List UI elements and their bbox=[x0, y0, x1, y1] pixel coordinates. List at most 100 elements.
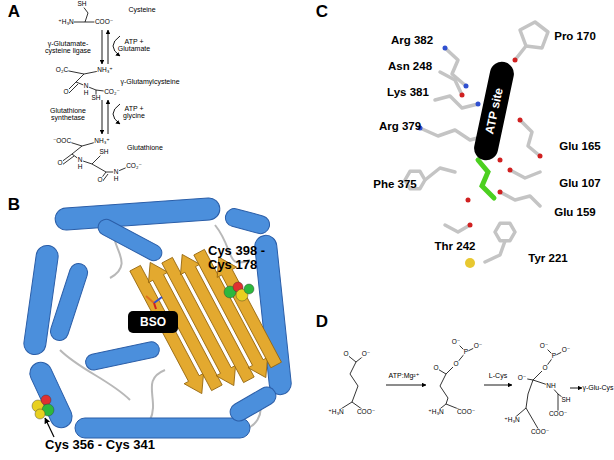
residue-label: Tyr 221 bbox=[528, 252, 567, 264]
disulfide-spheres bbox=[35, 409, 45, 419]
atom-tip bbox=[498, 190, 503, 195]
residue-sticks bbox=[520, 120, 540, 156]
residue-sticks bbox=[510, 170, 540, 178]
chemical-bond bbox=[352, 386, 358, 402]
atom-label: O⁻ bbox=[451, 339, 461, 346]
atom-label: SH bbox=[99, 149, 109, 156]
enzyme-label: γ-Glutamate-cysteine ligase bbox=[39, 40, 97, 55]
atom-label: O bbox=[542, 365, 548, 372]
atom-label: H bbox=[83, 90, 89, 97]
atom-tip bbox=[464, 84, 469, 89]
chemical-bond bbox=[85, 13, 88, 22]
atom-tip bbox=[508, 168, 513, 173]
enzyme-label: Glutathione synthetase bbox=[43, 107, 93, 122]
atom-tip bbox=[538, 154, 543, 159]
reaction-arrow bbox=[570, 388, 582, 389]
chemical-bond bbox=[528, 380, 533, 394]
residue-sticks bbox=[500, 192, 540, 206]
atom-tip bbox=[518, 118, 523, 123]
residue-label: Phe 375 bbox=[373, 178, 416, 190]
ligand-sticks bbox=[154, 297, 162, 303]
reaction-arrow bbox=[102, 30, 120, 134]
reaction-arrow bbox=[113, 104, 120, 124]
residue-label: Arg 379 bbox=[379, 120, 421, 132]
atom-tip bbox=[466, 198, 471, 203]
ligand-sticks bbox=[146, 296, 154, 303]
disulfide-spheres bbox=[32, 282, 254, 419]
alpha-helix bbox=[75, 418, 250, 438]
atom-label: SH bbox=[77, 1, 87, 8]
alpha-helix bbox=[48, 261, 90, 343]
residue-sticks bbox=[425, 168, 455, 180]
enzyme-label: ATP + glycine bbox=[114, 105, 154, 120]
substrate-ligand bbox=[478, 160, 494, 198]
panel-letter: B bbox=[8, 196, 20, 214]
ligand-box: BSO bbox=[128, 311, 178, 333]
chemical-bond bbox=[72, 146, 82, 154]
residue-label: Arg 382 bbox=[391, 34, 433, 46]
alpha-helix bbox=[54, 197, 220, 230]
cysteine-pair-label: Cys 356 - Cys 341 bbox=[45, 438, 155, 452]
alpha-helix bbox=[26, 359, 76, 432]
atom-label: O bbox=[63, 89, 69, 96]
pointer-arrow bbox=[45, 418, 54, 437]
panel-letter: D bbox=[316, 313, 328, 331]
residue-sticks bbox=[515, 46, 526, 60]
alpha-helix bbox=[95, 217, 164, 264]
pointer-arrow bbox=[45, 418, 54, 437]
atom-tip bbox=[498, 158, 503, 163]
chemical-bond bbox=[526, 394, 528, 408]
compound-label: Cysteine bbox=[128, 6, 155, 13]
atom-tip bbox=[418, 46, 543, 269]
residue-label: Thr 242 bbox=[435, 240, 476, 252]
enzyme-label: ATP + Glutamate bbox=[114, 38, 154, 53]
atom-label: COO⁻ bbox=[548, 411, 567, 418]
compound-label: Glutathione bbox=[127, 144, 163, 151]
atom-label: ⁺H₃N bbox=[504, 417, 520, 424]
atom-label: O bbox=[453, 361, 459, 368]
atom-label: ⁻OOC bbox=[52, 138, 71, 145]
disulfide-spheres bbox=[244, 284, 254, 294]
compound-label: γ-Glutamylcysteine bbox=[120, 78, 179, 85]
atom-label: O₂C bbox=[55, 67, 68, 74]
alpha-helix bbox=[227, 384, 279, 425]
atom-label: COO⁻ bbox=[94, 19, 113, 26]
compound-label: L-Cys bbox=[489, 372, 507, 379]
atom-tip bbox=[460, 93, 465, 98]
atom-label: O bbox=[57, 160, 63, 167]
residue-label: Lys 381 bbox=[387, 86, 429, 98]
compound-label: γ-Glu-Cys bbox=[582, 384, 613, 391]
chemical-bond bbox=[440, 386, 448, 398]
atom-tip bbox=[468, 223, 473, 228]
chemical-bond bbox=[440, 374, 446, 386]
residue-sticks bbox=[405, 22, 548, 262]
atom-label: COO⁻ bbox=[356, 409, 375, 416]
chemical-bond bbox=[92, 164, 106, 172]
atom-label: N bbox=[113, 169, 119, 176]
reaction-arrow bbox=[108, 100, 109, 134]
residue-label: Pro 170 bbox=[554, 30, 596, 42]
residue-label: Glu 159 bbox=[554, 206, 596, 218]
site-box: ATP site bbox=[472, 60, 516, 163]
alpha-helix bbox=[223, 207, 271, 236]
atom-label: H bbox=[113, 176, 119, 183]
node-text: BSO bbox=[140, 315, 166, 329]
reaction-arrow bbox=[484, 385, 512, 386]
residue-sticks bbox=[520, 22, 548, 48]
panel-letter: C bbox=[316, 3, 328, 21]
cysteine-pair-label: Cys 398 - Cys 178 bbox=[208, 244, 292, 271]
atom-tip bbox=[476, 102, 481, 107]
loop bbox=[150, 370, 165, 420]
residue-sticks bbox=[445, 225, 470, 232]
atom-label: NH₃⁺ bbox=[97, 67, 113, 74]
atom-label: H bbox=[77, 164, 83, 171]
residue-sticks bbox=[485, 241, 505, 262]
chemical-bond bbox=[60, 5, 130, 182]
residue-label: Glu 165 bbox=[559, 140, 601, 152]
reaction-arrow bbox=[108, 30, 109, 64]
compound-label: ATP:Mg²⁺ bbox=[389, 372, 420, 379]
chemical-bond bbox=[446, 398, 448, 404]
atom-label: SH bbox=[91, 95, 101, 102]
